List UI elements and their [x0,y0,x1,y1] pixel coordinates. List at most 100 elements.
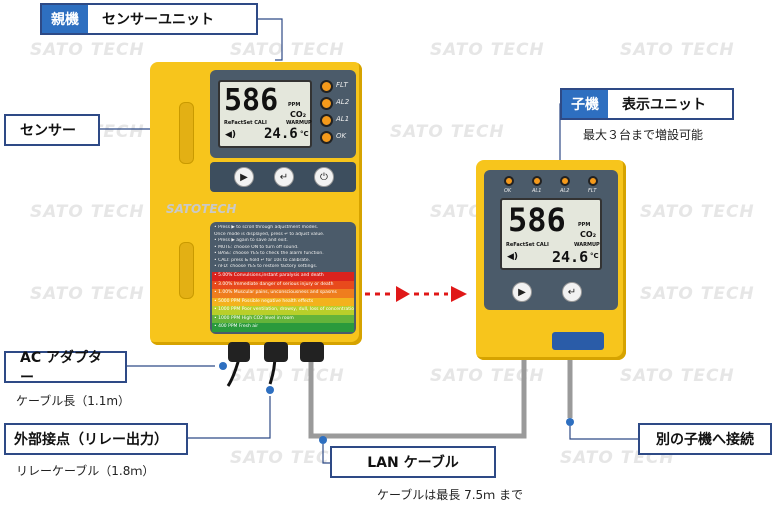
led-flt [320,80,333,93]
watermark: SATO TECH [430,366,545,386]
level-row: • 1000 PPM High CO2 level in room [212,314,354,323]
level-row: • 5000 PPM Possible negative health effe… [212,297,354,306]
child-port [552,332,604,350]
led-ok [320,131,333,144]
instruction-line: • Press ▶ to scroll through adjustment m… [214,225,319,230]
parent-label: 親機 センサーユニット [40,3,258,35]
instruction-panel: • Press ▶ to scroll through adjustment m… [210,222,356,334]
leader-lan [322,444,330,464]
level-row: • 3.00% Immediate danger of serious inju… [212,280,354,289]
level-list: • 5.00% Convulsions,instant paralysis an… [212,272,354,332]
main-gas-label: CO₂ [290,110,307,119]
ac-note: ケーブル長（1.1m） [16,394,131,408]
child-text: 表示ユニット [622,97,706,113]
lan-text: LAN ケーブル [367,455,459,471]
child-display-panel: OK AL1 AL2 FLT 586 PPM CO₂ ReFactSet CAL… [484,170,618,310]
watermark: SATO TECH [640,284,755,304]
display-unit: OK AL1 AL2 FLT 586 PPM CO₂ ReFactSet CAL… [476,160,626,360]
led-label: FLT [588,188,597,194]
relay-text: 外部接点（リレー出力） [14,432,168,448]
watermark: SATO TECH [640,202,755,222]
main-sound-icon: ◀) [225,130,237,140]
side-vent [179,242,194,299]
brand-logo: SATOTECH [166,202,237,216]
main-lcd-tag1: ReFactSet CALI [224,120,267,126]
instruction-line: • BASE: choose YES to check the alarm fu… [214,251,324,256]
relay-note: リレーケーブル（1.8ｍ） [16,464,155,478]
watermark: SATO TECH [230,366,345,386]
level-row: • 1.00% Muscular pains, unconsciousness … [212,289,354,298]
watermark: SATO TECH [30,284,145,304]
watermark: SATO TECH [230,448,345,468]
lan-cable-line [308,354,527,439]
connect-label: 別の子機へ接続 [638,423,772,455]
child-ppm-unit: PPM [578,222,591,228]
child-note: 最大３台まで増設可能 [583,128,704,142]
parent-tag: 親機 [42,5,88,33]
child-led-al2 [560,176,570,186]
scroll-button[interactable]: ▶ [234,167,254,187]
child-scroll-button[interactable]: ▶ [512,282,532,302]
watermark: SATO TECH [390,122,505,142]
ac-marker [219,362,227,370]
level-row: • 5.00% Convulsions,instant paralysis an… [212,272,354,281]
main-display-panel: 586 PPM CO₂ ReFactSet CALI WARMUP ◀) 24.… [210,70,356,158]
child-temp-unit: °C [590,252,599,260]
leader-other [569,426,638,440]
ac-label: AC アダプター [4,350,127,386]
lan-note: ケーブルは最長 7.5ｍ まで [377,488,523,502]
child-co2-reading: 586 [508,201,566,239]
led-label: AL1 [532,188,542,194]
arrow-head-2 [451,286,467,302]
ac-connector [228,342,250,362]
main-co2-reading: 586 [224,83,279,118]
child-temp-reading: 24.6 [552,248,589,266]
child-gas-label: CO₂ [580,230,597,239]
watermark: SATO TECH [230,40,345,60]
instruction-line: • nFD: choose YES to restore factory set… [214,264,318,269]
relay-connector [264,342,288,362]
child-enter-button[interactable]: ↵ [562,282,582,302]
relay-marker [266,386,274,394]
instruction-line: • Press ▶ again to save and exit. [214,238,288,243]
led-label: AL2 [336,98,350,106]
sensor-text: センサー [20,123,76,139]
child-lcd-tag2: WARMUP [574,242,600,248]
instruction-list: • Press ▶ to scroll through adjustment m… [214,225,354,271]
instruction-line: Once mode is displayed, press ↵ to adjus… [214,231,325,237]
arrow-head-1 [396,286,410,302]
relay-label: 外部接点（リレー出力） [4,423,188,455]
enter-button[interactable]: ↵ [274,167,294,187]
sensor-unit: 586 PPM CO₂ ReFactSet CALI WARMUP ◀) 24.… [150,62,362,345]
led-label: AL1 [336,115,350,123]
sensor-vent [179,102,194,164]
watermark: SATO TECH [430,40,545,60]
main-temp-unit: °C [300,130,309,138]
child-led-al1 [532,176,542,186]
lan-connector [300,342,324,362]
ac-text: AC アダプター [20,350,102,386]
child-lcd-tag1: ReFactSet CALI [506,242,549,248]
child-sound-icon: ◀) [507,252,519,262]
child-led-flt [588,176,598,186]
child-lcd: 586 PPM CO₂ ReFactSet CALI WARMUP ◀) 24.… [500,198,602,270]
watermark: SATO TECH [620,40,735,60]
led-al1 [320,114,333,127]
led-al2 [320,97,333,110]
parent-text: センサーユニット [102,12,214,28]
lan-marker [319,436,327,444]
main-lcd-tag2: WARMUP [286,120,312,126]
leader-parent [258,18,283,61]
power-button[interactable]: ⏻ [314,167,334,187]
main-ppm-unit: PPM [288,102,301,108]
main-button-panel: ▶ ↵ ⏻ [210,162,356,192]
child-label: 子機 表示ユニット [560,88,734,120]
led-label: OK [336,132,347,140]
child-tag: 子機 [562,90,608,118]
main-lcd: 586 PPM CO₂ ReFactSet CALI WARMUP ◀) 24.… [218,80,312,148]
other-marker [566,418,574,426]
sensor-label: センサー [4,114,100,146]
led-label: OK [504,188,512,194]
leader-relay [188,396,271,439]
